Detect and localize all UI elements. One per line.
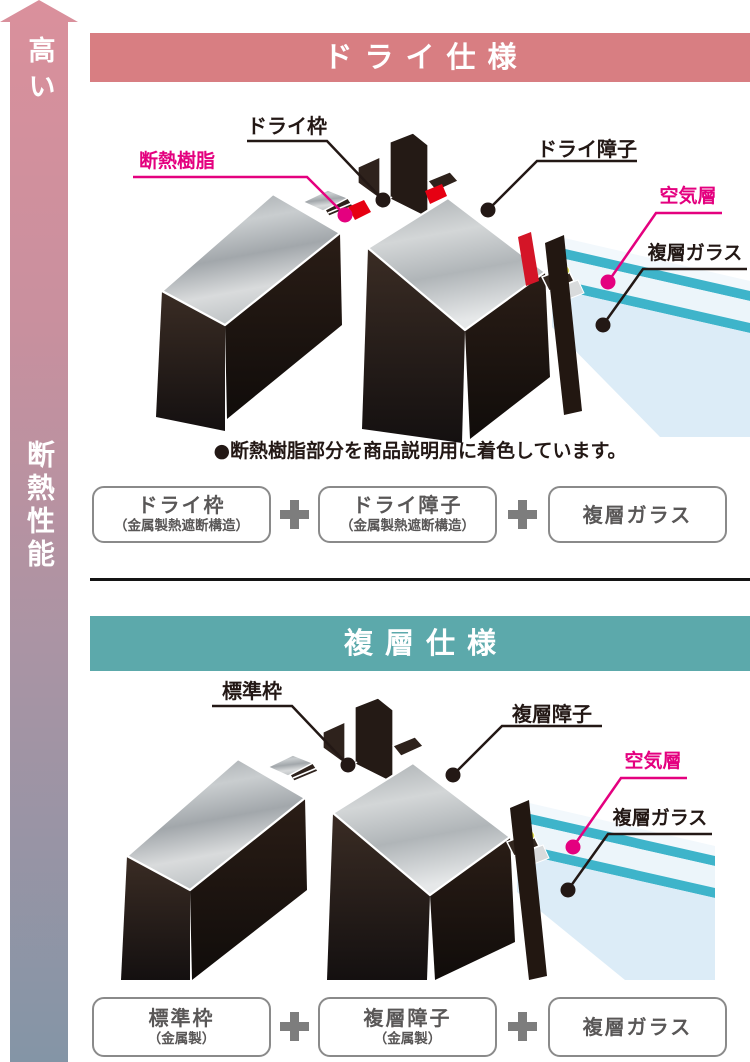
leader-line (566, 832, 712, 891)
glass-pane-edge-inner (552, 246, 750, 301)
sash-top-face (331, 761, 512, 897)
dry-frame-label: ドライ枠 (247, 114, 327, 138)
spec-box-title: 複層ガラス (582, 1015, 693, 1039)
frame-fin-large (389, 132, 429, 220)
spec-box-subtitle: （金属製） (373, 1030, 442, 1047)
frame-top-face (160, 192, 342, 327)
joint-rail-silver (266, 754, 315, 777)
dry-spec-banner: ドライ仕様 (90, 33, 750, 82)
leader-line (212, 704, 349, 766)
dry-formula-row: ドライ枠 （金属製熱遮断構造） ドライ障子 （金属製熱遮断構造） 複層ガラス (90, 486, 750, 543)
leader-dot (595, 317, 611, 333)
arrow-label-insulation-performance: 断熱性能 (23, 440, 56, 572)
leader-dot (600, 274, 616, 290)
joint-rail-silver (301, 189, 350, 212)
leader-line (487, 159, 637, 211)
leader-dot (337, 207, 353, 223)
frame-body-left-face (156, 291, 225, 431)
air-layer-label: 空気層 (659, 184, 716, 207)
section-divider (90, 578, 750, 581)
joint-detail-line (300, 779, 352, 791)
leader-dot (565, 839, 581, 855)
glass-pane-edge-inner (517, 811, 715, 866)
spec-box-dry-glass: 複層ガラス (548, 486, 727, 543)
sash-body-left-face (362, 248, 465, 443)
double-formula-row: 標準枠 （金属製） 複層障子 （金属製） 複層ガラス (90, 997, 750, 1057)
plus-icon (508, 1012, 537, 1041)
thermal-break-resin-red (348, 200, 371, 220)
spec-box-double-sash: 複層障子 （金属製） (318, 997, 497, 1057)
dry-spec-cross-section-diagram: ドライ枠 断熱樹脂 ドライ障子 空気層 複層ガラス (133, 114, 750, 443)
sash-body-left-face (327, 813, 430, 980)
leader-dot (560, 882, 576, 898)
spec-box-title: ドライ枠 (137, 493, 226, 518)
spec-box-subtitle: （金属製熱遮断構造） (114, 518, 249, 535)
leader-dot (375, 192, 391, 208)
thermal-break-resin-red (425, 184, 447, 204)
air-layer-gap (552, 256, 750, 323)
resin-coloring-note: ●断熱樹脂部分を商品説明用に着色しています。 (213, 440, 627, 462)
leader-dot (445, 767, 461, 783)
double-glazing-spec-banner: 複層仕様 (90, 616, 750, 671)
glass-sliver (560, 237, 750, 293)
frame-top-face (125, 757, 307, 892)
frame-body-right-face (190, 798, 307, 980)
glazing-bead-bar (510, 800, 547, 980)
plus-icon (280, 1012, 309, 1041)
double-spec-cross-section-diagram: 標準枠 複層障子 空気層 複層ガラス (121, 679, 715, 980)
glazing-bead-bar (545, 235, 582, 415)
spec-box-title: 標準枠 (148, 1005, 215, 1030)
dry-sash-label: ドライ障子 (537, 137, 637, 161)
double-glass-label: 複層ガラス (612, 806, 708, 829)
insulation-resin-label: 断熱樹脂 (139, 149, 215, 172)
arrow-label-high: 高い (23, 36, 55, 108)
leader-line (606, 211, 722, 283)
thermal-break-resin-red (518, 232, 539, 286)
spec-box-title: 複層ガラス (582, 502, 693, 527)
spec-box-dry-sash: ドライ障子 （金属製熱遮断構造） (318, 486, 497, 543)
air-layer-gap (517, 821, 715, 888)
leader-line (452, 724, 602, 776)
standard-frame-label: 標準枠 (222, 679, 282, 703)
leader-line (571, 776, 687, 848)
spec-box-title: ドライ障子 (352, 493, 463, 518)
double-glass-label: 複層ガラス (647, 241, 743, 264)
sash-top-face (366, 196, 547, 332)
glass-pane-edge-outer (517, 843, 715, 898)
spec-box-double-glass: 複層ガラス (548, 997, 727, 1057)
glass-pane-edge-outer (552, 278, 750, 333)
leader-line (247, 139, 384, 201)
plus-icon (508, 499, 537, 529)
joint-rail-right (392, 736, 424, 757)
spec-box-title: 複層障子 (363, 1005, 452, 1030)
glass-sliver (525, 802, 715, 858)
leader-line (601, 267, 747, 326)
spec-box-subtitle: （金属製） (147, 1030, 216, 1047)
sash-body-right-face (465, 272, 550, 439)
spec-box-standard-frame: 標準枠 （金属製） (92, 997, 271, 1057)
leader-line (133, 175, 346, 216)
air-layer-label: 空気層 (624, 749, 681, 772)
leader-dot (480, 202, 496, 218)
frame-body-right-face (225, 233, 342, 419)
spec-box-dry-frame: ドライ枠 （金属製熱遮断構造） (92, 486, 271, 543)
sash-body-right-face (430, 837, 515, 980)
frame-body-left-face (121, 856, 190, 980)
double-sash-label: 複層障子 (512, 702, 592, 726)
insulation-performance-arrow (0, 0, 78, 1062)
spec-box-subtitle: （金属製熱遮断構造） (340, 518, 475, 535)
leader-dot (340, 757, 356, 773)
plus-icon (280, 499, 309, 529)
frame-fin-large (354, 697, 394, 785)
